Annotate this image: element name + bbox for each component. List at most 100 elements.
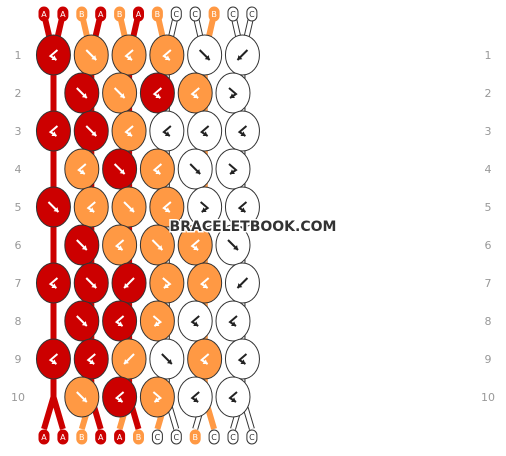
row-label-right-2: 2 xyxy=(485,87,492,100)
row-label-left-2: 2 xyxy=(15,87,22,100)
knot-r6-3 xyxy=(139,224,175,266)
top-string-label-7: B xyxy=(151,6,163,22)
knot-r5-4 xyxy=(149,186,185,228)
knot-r1-4 xyxy=(149,34,185,76)
row-label-left-4: 4 xyxy=(15,163,22,176)
row-label-right-7: 7 xyxy=(485,277,492,290)
knot-r1-1 xyxy=(35,34,71,76)
bottom-string-label-2: A xyxy=(57,429,69,445)
knot-r9-5 xyxy=(187,338,223,380)
knot-r7-6 xyxy=(224,262,260,304)
top-string-label-3: B xyxy=(76,6,88,22)
top-string-label-8: C xyxy=(170,6,182,22)
row-label-left-6: 6 xyxy=(15,239,22,252)
svg-text:A: A xyxy=(117,433,123,442)
knot-r5-1 xyxy=(35,186,71,228)
knot-r2-1 xyxy=(64,72,100,114)
knot-r4-5 xyxy=(215,148,251,190)
svg-text:C: C xyxy=(155,433,161,442)
svg-text:B: B xyxy=(136,433,142,442)
row-label-left-7: 7 xyxy=(15,277,22,290)
svg-text:A: A xyxy=(60,10,66,19)
row-label-right-3: 3 xyxy=(485,125,492,138)
knot-r9-1 xyxy=(35,338,71,380)
row-label-left-10: 10 xyxy=(11,391,25,404)
knot-r8-2 xyxy=(102,300,138,342)
row-label-right-8: 8 xyxy=(485,315,492,328)
bottom-string-label-9: B xyxy=(189,429,201,445)
knot-r2-3 xyxy=(139,72,175,114)
knot-r7-1 xyxy=(35,262,71,304)
row-label-left-8: 8 xyxy=(15,315,22,328)
knot-r10-4 xyxy=(177,376,213,418)
bottom-string-label-6: B xyxy=(133,429,144,445)
svg-text:A: A xyxy=(98,433,104,442)
knots-layer xyxy=(35,34,260,418)
watermark: BRACELETBOOK.COM xyxy=(170,219,337,235)
svg-text:B: B xyxy=(211,10,217,19)
svg-text:B: B xyxy=(155,10,161,19)
svg-text:C: C xyxy=(230,10,236,19)
knot-r5-2 xyxy=(73,186,109,228)
knot-r8-3 xyxy=(139,300,175,342)
svg-text:A: A xyxy=(136,10,142,19)
svg-text:A: A xyxy=(98,10,104,19)
row-label-right-9: 9 xyxy=(485,353,492,366)
bottom-string-label-4: A xyxy=(95,429,107,445)
svg-text:C: C xyxy=(211,433,217,442)
svg-text:A: A xyxy=(41,10,47,19)
knot-r1-2 xyxy=(73,34,109,76)
knot-r1-3 xyxy=(111,34,147,76)
knot-r7-5 xyxy=(187,262,223,304)
row-label-right-4: 4 xyxy=(485,163,492,176)
knot-r6-4 xyxy=(177,224,213,266)
knot-r7-4 xyxy=(149,262,185,304)
knot-r3-4 xyxy=(149,110,185,152)
knot-r9-6 xyxy=(224,338,260,380)
bottom-string-label-7: C xyxy=(151,429,163,445)
knot-r3-5 xyxy=(187,110,223,152)
row-label-right-6: 6 xyxy=(485,239,492,252)
svg-text:C: C xyxy=(174,433,180,442)
knot-r1-5 xyxy=(187,34,223,76)
knot-r10-2 xyxy=(102,376,138,418)
knot-r8-1 xyxy=(64,300,100,342)
knot-r9-2 xyxy=(73,338,109,380)
knot-r1-6 xyxy=(224,34,260,76)
knot-r2-2 xyxy=(102,72,138,114)
svg-text:C: C xyxy=(192,10,198,19)
svg-text:C: C xyxy=(249,433,255,442)
knot-r6-1 xyxy=(64,224,100,266)
knot-r6-2 xyxy=(102,224,138,266)
svg-text:C: C xyxy=(230,433,236,442)
knot-r3-1 xyxy=(35,110,71,152)
top-string-label-2: A xyxy=(57,6,69,22)
knot-r9-3 xyxy=(111,338,147,380)
svg-text:B: B xyxy=(79,10,85,19)
row-label-right-1: 1 xyxy=(485,49,492,62)
row-label-left-1: 1 xyxy=(15,49,22,62)
knot-r8-5 xyxy=(215,300,251,342)
top-string-label-9: C xyxy=(189,6,201,22)
row-label-left-5: 5 xyxy=(15,201,22,214)
top-string-label-5: B xyxy=(114,6,126,22)
top-string-label-12: C xyxy=(246,6,258,22)
knot-r4-2 xyxy=(102,148,138,190)
bottom-string-label-8: C xyxy=(170,429,182,445)
bottom-string-label-5: A xyxy=(114,429,126,445)
svg-text:C: C xyxy=(174,10,180,19)
knot-r5-3 xyxy=(111,186,147,228)
svg-text:B: B xyxy=(117,10,123,19)
knot-r2-4 xyxy=(177,72,213,114)
bottom-string-label-12: C xyxy=(246,429,258,445)
svg-text:C: C xyxy=(249,10,255,19)
knot-r8-4 xyxy=(177,300,213,342)
knot-r3-6 xyxy=(224,110,260,152)
knot-r6-5 xyxy=(215,224,251,266)
knot-r10-1 xyxy=(64,376,100,418)
knot-r5-5 xyxy=(187,186,223,228)
knot-r9-4 xyxy=(149,338,185,380)
